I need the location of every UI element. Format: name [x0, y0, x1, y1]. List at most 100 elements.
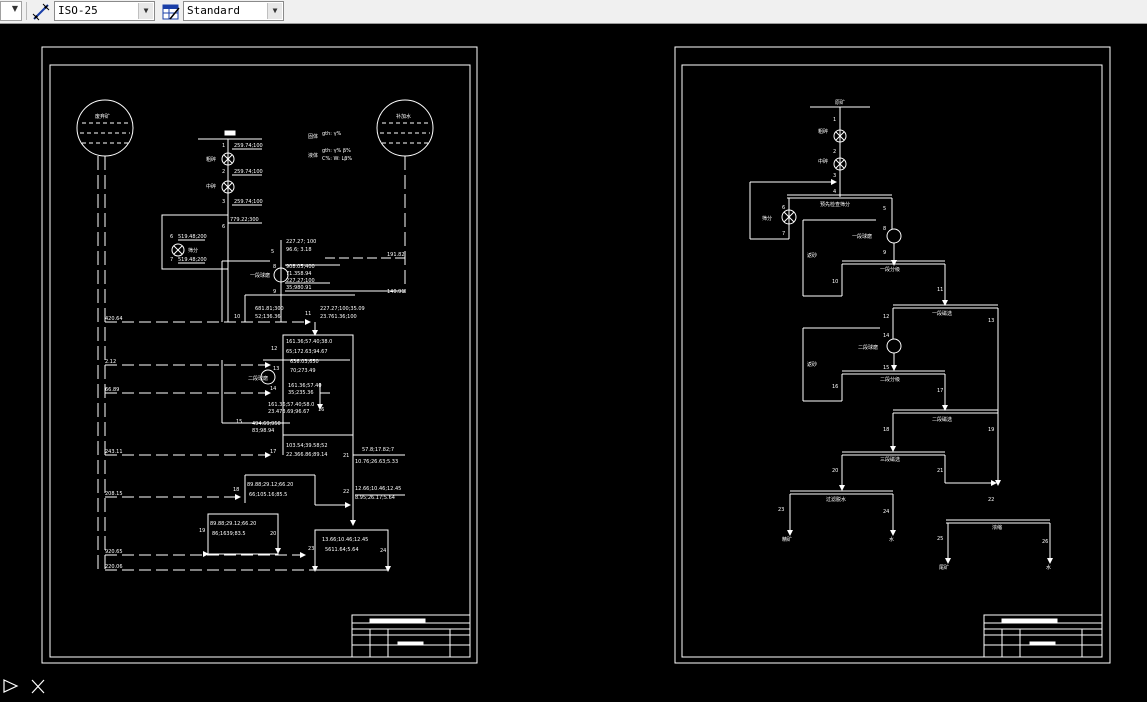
stream-id: 12 — [271, 346, 277, 352]
ucs-axis-icon — [3, 679, 19, 693]
stream-id: 16 — [832, 384, 838, 390]
right-crusher-2-symbol — [833, 157, 847, 171]
dim-style-value: ISO-25 — [58, 4, 98, 17]
tank-left — [76, 99, 134, 157]
stream-id: 11 — [305, 311, 311, 317]
op-medium-crush: 中碎 — [206, 183, 216, 190]
r-op-classify-2: 二段分级 — [880, 376, 900, 383]
flow-value: 57.8;17.82;7 — [362, 447, 394, 453]
flow-value: 66.89 — [105, 387, 119, 393]
op-coarse-crush: 粗碎 — [206, 156, 216, 163]
flow-value: 103.54;39.58;52 — [286, 443, 328, 449]
flow-value: 227.27; 100 — [286, 239, 316, 245]
flow-value: 227.27;100 — [286, 278, 315, 284]
stream-id: 7 — [782, 231, 785, 237]
flow-value: 161.36;57.40 — [288, 383, 322, 389]
stream-id: 6 — [222, 224, 225, 230]
legend-solid-label: 固体 — [308, 133, 318, 140]
stream-id: 1 — [222, 143, 225, 149]
stream-id: 22 — [343, 489, 349, 495]
stream-id: 25 — [937, 536, 943, 542]
raw-ore-label: 原矿 — [835, 99, 845, 106]
flow-value: 908.05;400 — [286, 264, 315, 270]
stream-id: 26 — [1042, 539, 1048, 545]
stream-id: 9 — [273, 289, 276, 295]
ball-mill-2-symbol — [260, 369, 276, 385]
flow-value: 161.36;57.40;58.0 — [268, 402, 314, 408]
stream-id: 20 — [270, 531, 276, 537]
flow-value: 35;235.36 — [288, 390, 314, 396]
stream-id: 7 — [170, 257, 173, 263]
chevron-down-icon[interactable]: ▼ — [138, 3, 153, 19]
right-title-block — [983, 614, 1103, 658]
stream-id: 22 — [988, 497, 994, 503]
flow-value: 13.66;10.46;12.45 — [322, 537, 368, 543]
op-screen: 筛分 — [188, 247, 198, 254]
flow-value: 86;1639;83.5 — [212, 531, 246, 537]
stream-id: 19 — [199, 528, 205, 534]
flow-value: 243.11 — [105, 449, 123, 455]
stream-id: 9 — [883, 250, 886, 256]
r-op-ball-mill-2: 二段球磨 — [858, 344, 878, 351]
dim-style-select[interactable]: ISO-25 ▼ — [54, 1, 155, 21]
flow-value: 71.358.94 — [286, 271, 311, 277]
stream-id: 6 — [782, 205, 785, 211]
flow-value: 208.15 — [105, 491, 123, 497]
styles-toolbar: ▼ ISO-25 ▼ Standard ▼ — [0, 0, 1147, 24]
flow-value: 10.76;26.63;5.33 — [355, 459, 398, 465]
stream-id: 2 — [833, 149, 836, 155]
flow-value: 161.36;57.40;38.0 — [286, 339, 332, 345]
flow-value: 89.88;29.12;66.20 — [247, 482, 293, 488]
r-op-screen: 筛分 — [762, 215, 772, 222]
legend-liquid-formula: gth: γ% β% — [322, 148, 351, 154]
r-op-pre-check-screen: 预先检查筛分 — [820, 201, 850, 208]
left-sheet — [41, 46, 478, 664]
x-axis-icon — [31, 679, 45, 694]
model-space-canvas[interactable]: 废弃矿 补加水 固体 gth: γ% 液体 gth: γ% β% C%: W: … — [0, 25, 1147, 702]
stream-id: 1 — [833, 117, 836, 123]
stream-id: 24 — [380, 548, 386, 554]
stream-id: 23 — [308, 546, 314, 552]
table-style-value: Standard — [187, 4, 240, 17]
right-crusher-3-symbol — [781, 209, 797, 225]
flow-value: 636.03;650 — [290, 359, 319, 365]
stream-id: 17 — [937, 388, 943, 394]
product-tailings: 尾矿 — [939, 564, 949, 571]
dimension-style-icon[interactable] — [31, 2, 51, 22]
flow-value: 259.74;100 — [234, 199, 263, 205]
chevron-down-icon[interactable]: ▼ — [267, 3, 282, 19]
stream-id: 3 — [222, 199, 225, 205]
table-style-icon[interactable] — [161, 2, 181, 22]
right-crusher-1-symbol — [833, 129, 847, 143]
right-sheet-border — [674, 46, 1111, 664]
stream-id: 8 — [273, 264, 276, 270]
stream-id: 10 — [832, 279, 838, 285]
flow-value: 494.69;950 — [252, 421, 281, 427]
op-ball-mill-1: 一段球磨 — [250, 272, 270, 279]
stream-id: 20 — [832, 468, 838, 474]
table-style-select[interactable]: Standard ▼ — [183, 1, 284, 21]
product-water-2: 水 — [1046, 564, 1051, 571]
flow-value: 259.74;100 — [234, 169, 263, 175]
flow-value: 920.65 — [105, 549, 123, 555]
flow-value: 12.66;10.46;12.45 — [355, 486, 401, 492]
tank-right — [376, 99, 434, 157]
flow-value: 227.27;100;35.09 — [320, 306, 365, 312]
flow-value: 23.761.36;100 — [320, 314, 357, 320]
right-ball-mill-2-symbol — [886, 338, 902, 354]
flow-value: 259.74;100 — [234, 143, 263, 149]
stream-id: 23 — [778, 507, 784, 513]
legend-solid-formula: gth: γ% — [322, 131, 342, 137]
flow-value: 779.22;300 — [230, 217, 259, 223]
stream-id: 18 — [883, 427, 889, 433]
stream-id: 8 — [883, 226, 886, 232]
stream-id: 24 — [883, 509, 889, 515]
stream-id: 16 — [318, 407, 324, 413]
toolbar-separator — [26, 2, 27, 20]
flow-value: 22.366.86;89.14 — [286, 452, 327, 458]
flow-value: 96.6; 3.18 — [286, 247, 312, 253]
previous-combo-stub[interactable]: ▼ — [0, 1, 22, 21]
left-sheet-border — [41, 46, 478, 664]
stream-id: 15 — [236, 419, 242, 425]
stream-id: 12 — [883, 314, 889, 320]
